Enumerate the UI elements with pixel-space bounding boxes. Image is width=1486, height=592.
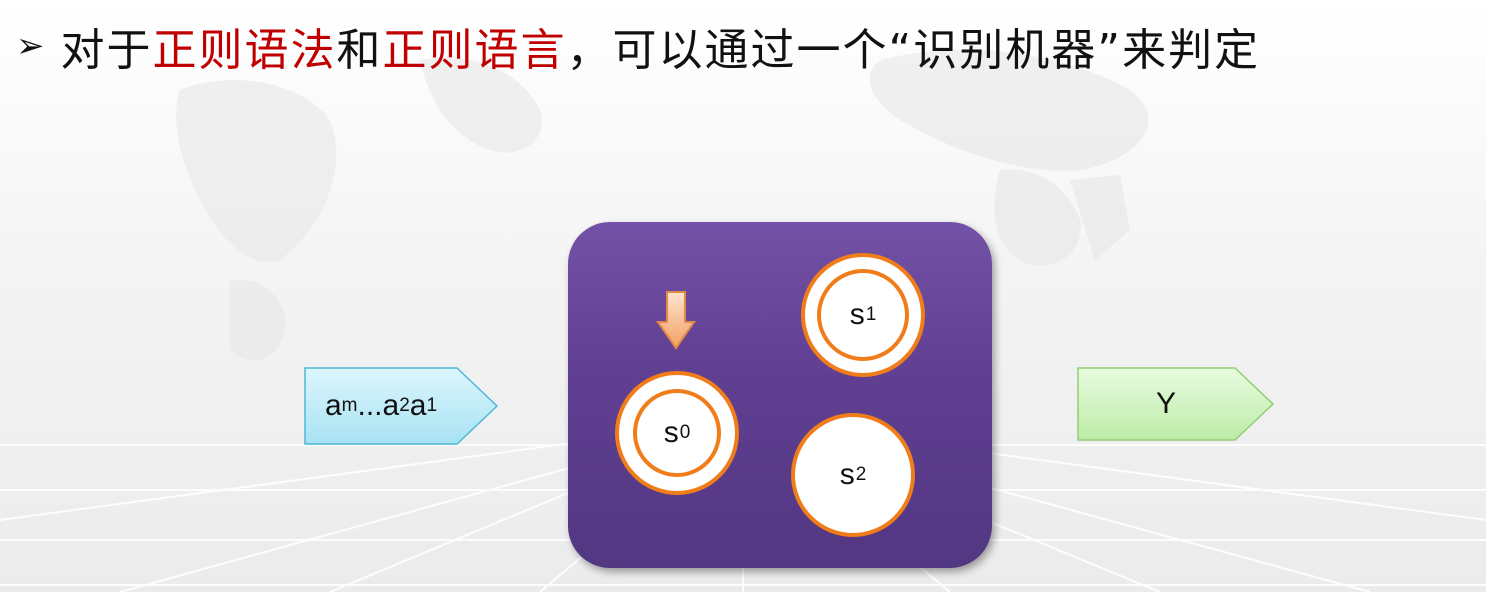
title-text-2: 和 [336,25,383,76]
input-symbol-a1: a [409,389,427,422]
bullet-arrow-icon: ➢ [16,26,47,66]
input-sub-1: 1 [426,395,438,416]
input-dots: ... [357,389,383,422]
title-text-3: ，可以通过一个“识别机器”来判定 [566,25,1261,76]
state-s2-base: s [839,458,855,491]
title-highlight-regular-grammar: 正则语法 [152,25,337,76]
arrow-down-icon [656,291,696,350]
input-symbol-a2: a [382,389,400,422]
output-result: Y [1155,387,1176,420]
state-s0-base: s [663,416,679,449]
state-s0-inner-ring [633,389,721,477]
slide-title: ➢ 对于 正则语法 和 正则语言 ，可以通过一个“识别机器”来判定 [16,14,1260,78]
state-s1-inner-ring [817,269,909,361]
title-text-1: 对于 [60,25,153,76]
state-s0-sub: 0 [679,422,691,443]
input-symbol-a: a [324,389,342,422]
state-s1-base: s [849,298,865,331]
input-tape-shape [304,367,499,445]
state-s1-sub: 1 [865,304,877,325]
title-highlight-regular-language: 正则语言 [382,25,567,76]
state-s2-sub: 2 [855,464,867,485]
input-sub-m: m [341,395,358,416]
output-shape [1077,367,1275,441]
input-sub-2: 2 [399,395,410,416]
